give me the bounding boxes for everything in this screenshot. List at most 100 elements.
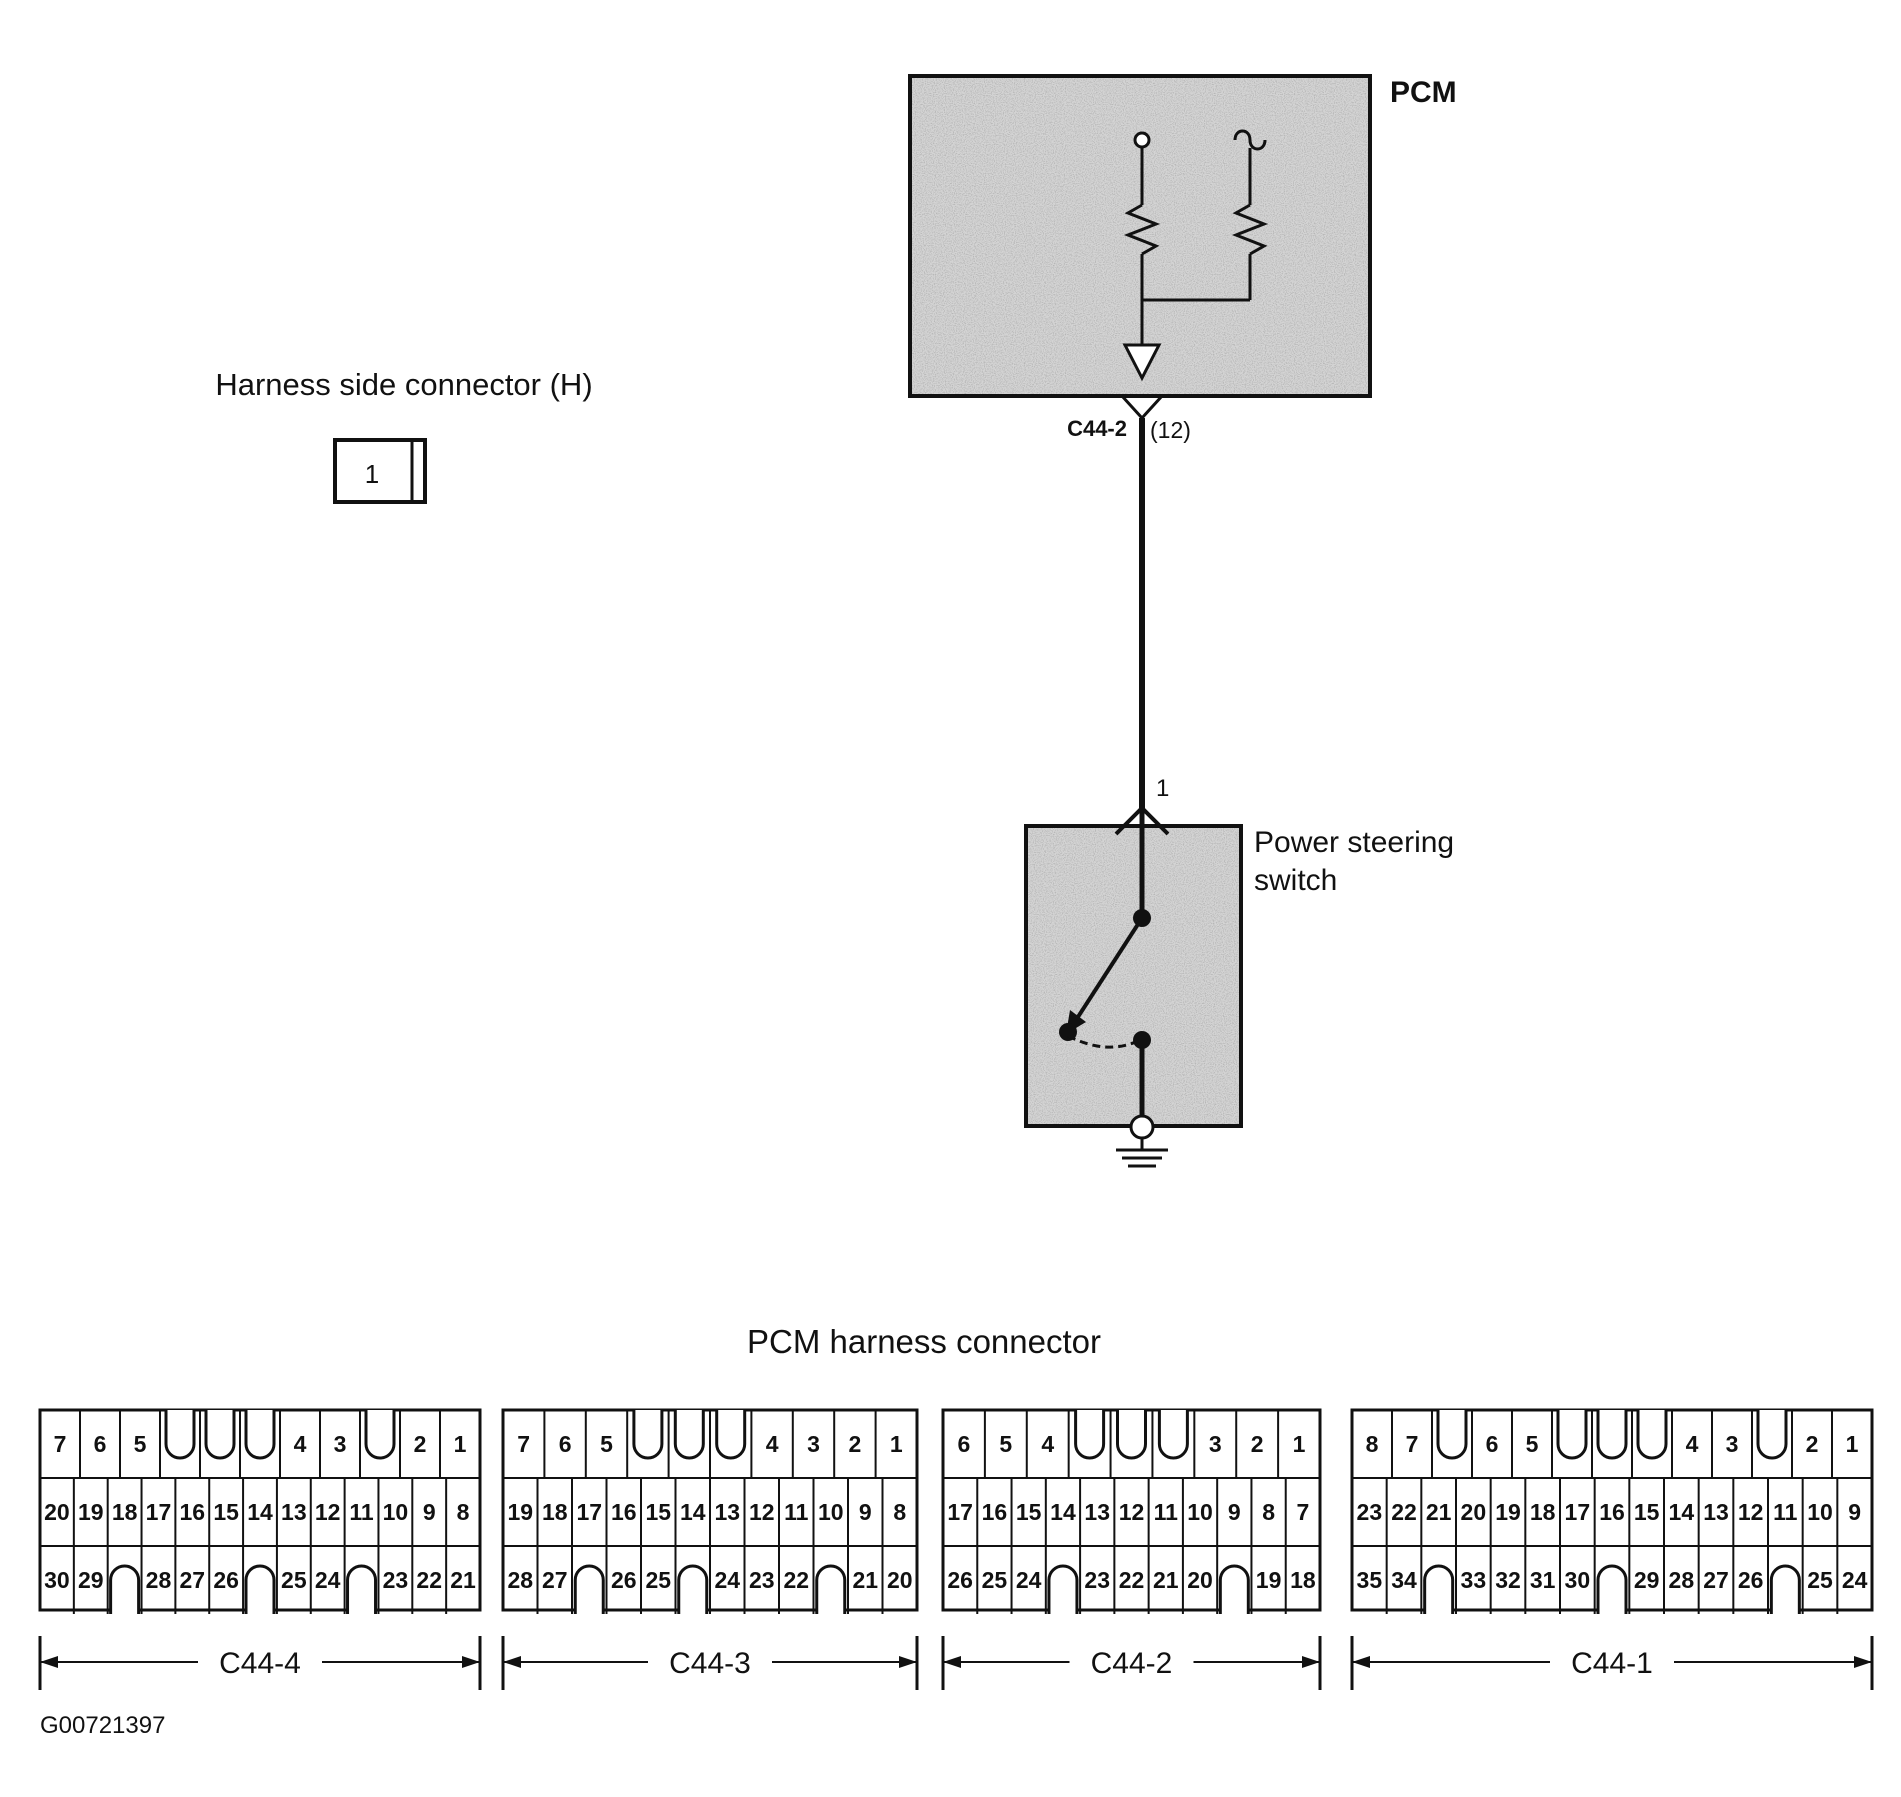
pin-number: 15 — [645, 1499, 671, 1525]
pin-number: 3 — [807, 1431, 820, 1457]
key-notch — [1074, 1410, 1106, 1460]
pin-number: 28 — [507, 1567, 533, 1593]
pin-number: 16 — [180, 1499, 206, 1525]
pin-number: 22 — [1391, 1499, 1417, 1525]
pin-number: 13 — [1703, 1499, 1729, 1525]
pin-number: 26 — [1738, 1567, 1764, 1593]
pin-number: 6 — [559, 1431, 572, 1457]
pin-number: 11 — [1154, 1499, 1179, 1525]
key-notch — [1769, 1564, 1801, 1614]
pin-number: 3 — [334, 1431, 347, 1457]
key-notch — [109, 1564, 141, 1614]
pcm-harness-title: PCM harness connector — [747, 1323, 1101, 1360]
pin-number: 7 — [517, 1431, 530, 1457]
pcm-pin-connector: C44-2 — [1067, 416, 1127, 441]
pin-number: 18 — [1290, 1567, 1316, 1593]
key-notch — [1423, 1564, 1455, 1614]
pin-number: 19 — [1495, 1499, 1521, 1525]
pin-number: 16 — [982, 1499, 1008, 1525]
pin-number: 29 — [1634, 1567, 1660, 1593]
pin-number: 25 — [645, 1567, 671, 1593]
pin-number: 28 — [146, 1567, 172, 1593]
pin-number: 18 — [542, 1499, 568, 1525]
pin-number: 20 — [1461, 1499, 1487, 1525]
pin-number: 4 — [766, 1431, 779, 1457]
pin-number: 11 — [1773, 1499, 1798, 1525]
pin-number: 24 — [1016, 1567, 1042, 1593]
pin-number: 15 — [1016, 1499, 1042, 1525]
pin-number: 26 — [947, 1567, 973, 1593]
pcm-pin-number: (12) — [1150, 417, 1191, 443]
key-notch — [244, 1410, 276, 1460]
pin-number: 9 — [1848, 1499, 1861, 1525]
pin-number: 7 — [54, 1431, 67, 1457]
pin-number: 14 — [680, 1499, 706, 1525]
pin-number: 4 — [1041, 1431, 1054, 1457]
key-notch — [1636, 1410, 1668, 1460]
pin-number: 26 — [611, 1567, 637, 1593]
connector-name-label: C44-3 — [669, 1647, 751, 1680]
connector-name-label: C44-2 — [1091, 1647, 1173, 1680]
pin-number: 9 — [423, 1499, 436, 1525]
pin-number: 31 — [1530, 1567, 1556, 1593]
pin-number: 25 — [1807, 1567, 1833, 1593]
pin-number: 7 — [1406, 1431, 1419, 1457]
pin-number: 12 — [1738, 1499, 1764, 1525]
pin-number: 20 — [887, 1567, 913, 1593]
pcm-connector-mark — [1120, 394, 1164, 421]
key-notch — [1116, 1410, 1147, 1460]
ground-icon — [1116, 1114, 1168, 1168]
harness-side-title: Harness side connector (H) — [215, 367, 592, 402]
pin-number: 16 — [1599, 1499, 1625, 1525]
pin-number: 3 — [1726, 1431, 1739, 1457]
pin-number: 13 — [281, 1499, 307, 1525]
pcm-internal-circuit — [1122, 129, 1269, 382]
pin-number: 18 — [112, 1499, 138, 1525]
pin-number: 5 — [600, 1431, 613, 1457]
pin-number: 19 — [1256, 1567, 1282, 1593]
pin-number: 25 — [281, 1567, 307, 1593]
pin-number: 6 — [958, 1431, 971, 1457]
pin-number: 21 — [450, 1567, 476, 1593]
figure-id: G00721397 — [40, 1712, 165, 1739]
pin-number: 13 — [714, 1499, 740, 1525]
pin-number: 29 — [78, 1567, 104, 1593]
pin-number: 26 — [213, 1567, 239, 1593]
pin-number: 14 — [1050, 1499, 1076, 1525]
switch-title-line2: switch — [1254, 864, 1337, 897]
pin-number: 21 — [1153, 1567, 1179, 1593]
pin-number: 24 — [315, 1567, 341, 1593]
pin-number: 19 — [507, 1499, 533, 1525]
pin-number: 28 — [1669, 1567, 1695, 1593]
key-notch — [364, 1410, 396, 1460]
pin-number: 16 — [611, 1499, 637, 1525]
pin-number: 11 — [349, 1499, 374, 1525]
pin-number: 30 — [1565, 1567, 1591, 1593]
connector-name-label: C44-1 — [1571, 1647, 1653, 1680]
key-notch — [632, 1410, 664, 1460]
pin-number: 23 — [1357, 1499, 1383, 1525]
switch-terminal-label: 1 — [1156, 775, 1169, 802]
pin-number: 10 — [383, 1499, 409, 1525]
pin-number: 10 — [818, 1499, 844, 1525]
pin-number: 9 — [1228, 1499, 1241, 1525]
pin-number: 17 — [1565, 1499, 1591, 1525]
pin-number: 5 — [134, 1431, 147, 1457]
pin-number: 12 — [1119, 1499, 1145, 1525]
key-notch — [244, 1564, 276, 1614]
pin-number: 23 — [383, 1567, 409, 1593]
harness-side-connector — [333, 438, 427, 504]
pin-number: 5 — [1526, 1431, 1539, 1457]
pin-number: 6 — [1486, 1431, 1499, 1457]
pin-number: 4 — [294, 1431, 307, 1457]
pin-number: 23 — [1084, 1567, 1110, 1593]
pin-number: 9 — [859, 1499, 872, 1525]
pin-number: 8 — [893, 1499, 906, 1525]
pin-number: 4 — [1686, 1431, 1699, 1457]
